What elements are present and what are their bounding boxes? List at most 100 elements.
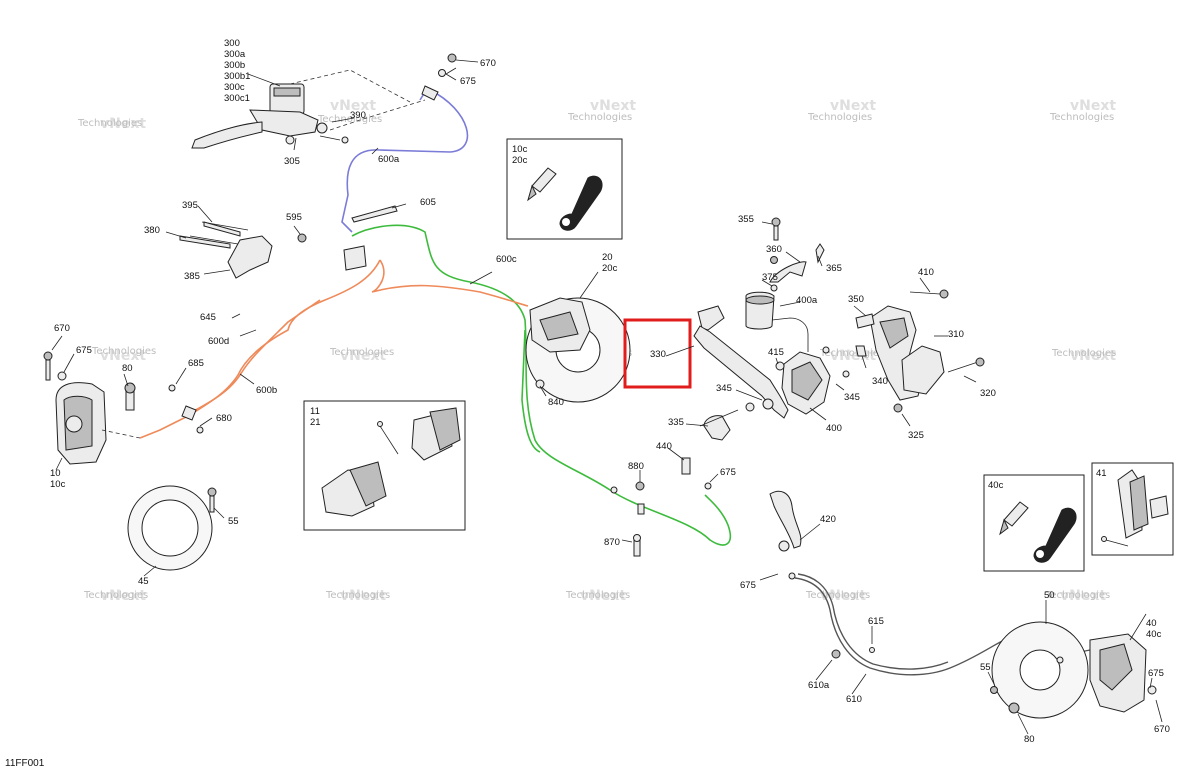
front-right-caliper-rotor [525,297,631,403]
callout-50[interactable]: 50 [1044,590,1055,601]
svg-text:40c: 40c [988,480,1004,491]
callout-440[interactable]: 440 [656,441,672,452]
callout-420[interactable]: 420 [820,514,836,525]
front-left-caliper [43,351,204,465]
svg-text:Technologies: Technologies [91,346,156,357]
callout-335[interactable]: 335 [668,417,684,428]
callout-600a[interactable]: 600a [378,154,400,165]
callout-675-right[interactable]: 675 [1148,668,1164,679]
callout-610a[interactable]: 610a [808,680,830,691]
callout-610[interactable]: 610 [846,694,862,705]
callout-40c[interactable]: 40c [1146,629,1162,640]
callout-605[interactable]: 605 [420,197,436,208]
svg-text:vNext: vNext [100,116,146,132]
callout-410[interactable]: 410 [918,267,934,278]
callout-600c[interactable]: 600c [496,254,517,265]
callout-870[interactable]: 870 [604,537,620,548]
svg-text:Technologies: Technologies [317,114,382,125]
diagram-code: 11FF001 [5,758,45,769]
callout-55-left[interactable]: 55 [228,516,239,527]
callout-20c[interactable]: 20c [602,263,618,274]
callout-415[interactable]: 415 [768,347,784,358]
callout-20[interactable]: 20 [602,252,613,263]
rear-right-caliper-rotor [990,621,1157,719]
callout-300c1[interactable]: 300c1 [224,93,250,104]
callout-670-left[interactable]: 670 [54,323,70,334]
callout-360[interactable]: 360 [766,244,782,255]
callout-300b1[interactable]: 300b1 [224,71,250,82]
brake-pedal-assembly [693,217,985,441]
callout-10[interactable]: 10 [50,468,61,479]
front-bleed-kit-inset: 10c 20c [506,138,623,240]
callout-840[interactable]: 840 [548,397,564,408]
callout-55-right[interactable]: 55 [980,662,991,673]
callout-355[interactable]: 355 [738,214,754,225]
callout-345-right[interactable]: 345 [844,392,860,403]
callout-600d[interactable]: 600d [208,336,229,347]
callout-45[interactable]: 45 [138,576,149,587]
hose-600c[interactable] [351,224,732,546]
callout-305[interactable]: 305 [284,156,300,167]
hose-610[interactable] [794,577,1011,676]
callout-300c[interactable]: 300c [224,82,245,93]
callout-675-top[interactable]: 675 [460,76,476,87]
svg-text:Technologies: Technologies [325,590,390,601]
svg-text:vNext: vNext [580,588,626,604]
callout-600b[interactable]: 600b [256,385,277,396]
callout-345-left[interactable]: 345 [716,383,732,394]
callout-675-rear[interactable]: 675 [740,580,756,591]
callout-380[interactable]: 380 [144,225,160,236]
hose-600a[interactable] [341,89,469,233]
callout-395[interactable]: 395 [182,200,198,211]
svg-text:Technologies: Technologies [77,118,142,129]
callout-350[interactable]: 350 [848,294,864,305]
svg-text:Technologies: Technologies [565,590,630,601]
svg-text:vNext: vNext [100,588,146,604]
callout-615[interactable]: 615 [868,616,884,627]
callout-365[interactable]: 365 [826,263,842,274]
callout-40[interactable]: 40 [1146,618,1157,629]
callout-400[interactable]: 400 [826,423,842,434]
svg-text:Technologies: Technologies [1049,112,1114,123]
callout-330[interactable]: 330 [650,349,666,360]
svg-text:vNext: vNext [590,98,636,114]
callout-390[interactable]: 390 [350,110,366,121]
callout-670-right[interactable]: 670 [1154,724,1170,735]
callout-675-left[interactable]: 675 [76,345,92,356]
callout-400a[interactable]: 400a [796,295,818,306]
svg-text:21: 21 [310,417,321,428]
callout-80-left[interactable]: 80 [122,363,133,374]
center-hardware [610,457,712,557]
callout-310[interactable]: 310 [948,329,964,340]
callout-670-top[interactable]: 670 [480,58,496,69]
callout-10c[interactable]: 10c [50,479,66,490]
callout-320[interactable]: 320 [980,388,996,399]
callout-300[interactable]: 300 [224,38,240,49]
front-master-cylinder-assembly [191,53,479,149]
callout-680[interactable]: 680 [216,413,232,424]
callout-685[interactable]: 685 [188,358,204,369]
callout-300a[interactable]: 300a [224,49,246,60]
callout-645[interactable]: 645 [200,312,216,323]
callout-375[interactable]: 375 [762,272,778,283]
callout-325[interactable]: 325 [908,430,924,441]
callout-595[interactable]: 595 [286,212,302,223]
callout-385[interactable]: 385 [184,271,200,282]
svg-text:vNext: vNext [830,98,876,114]
callout-340[interactable]: 340 [872,376,888,387]
callout-80-right[interactable]: 80 [1024,734,1035,745]
highlighted-callout-330[interactable]: 330 [623,318,695,389]
callout-675-center[interactable]: 675 [720,467,736,478]
callout-880[interactable]: 880 [628,461,644,472]
callout-300b[interactable]: 300b [224,60,245,71]
